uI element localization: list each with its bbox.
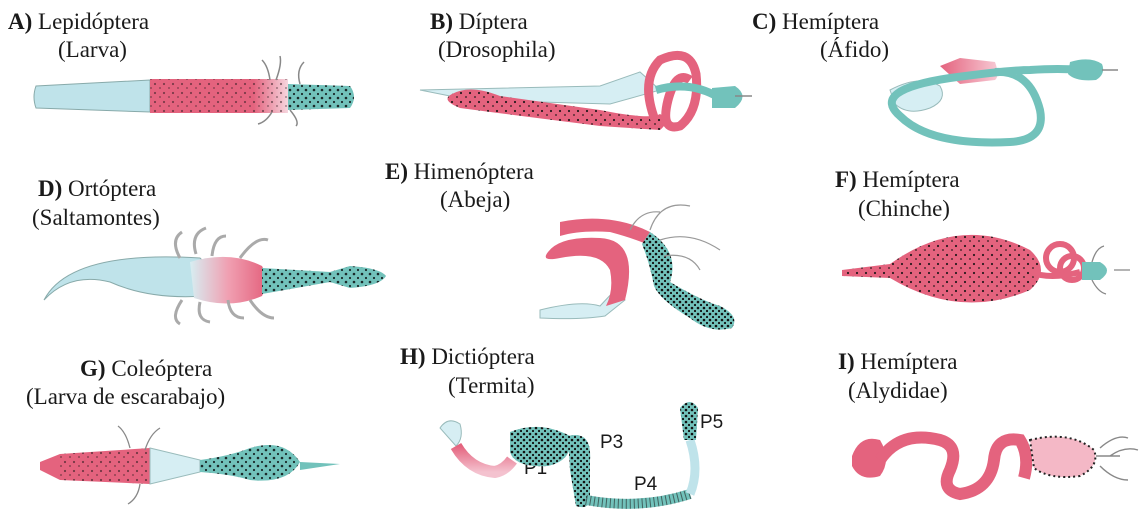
gut-c-hemiptera [890,58,1118,142]
gut-g-coleoptera [40,426,340,504]
gut-b-diptera [420,55,752,130]
gut-i-hemiptera [852,437,1138,494]
gut-a-lepidoptera [34,56,354,126]
gut-h-dictioptera [440,402,698,507]
gut-e-hymenoptera [540,205,734,330]
gut-d-orthoptera [44,228,386,324]
gut-f-hemiptera [842,235,1130,303]
